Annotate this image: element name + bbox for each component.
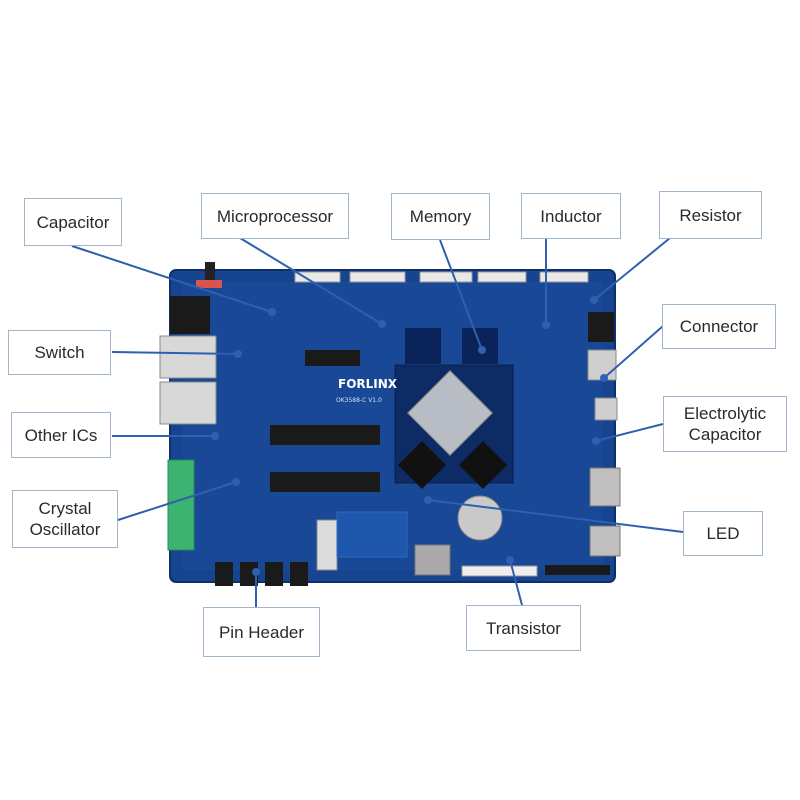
- leader-lines: [71, 237, 684, 607]
- dot-pin-header: [252, 568, 260, 576]
- gpio-header: [305, 350, 360, 366]
- leader-transistor: [509, 559, 523, 606]
- top-connector-3: [419, 271, 473, 283]
- dot-resistor: [590, 296, 598, 304]
- sd-card-slot: [414, 544, 451, 576]
- ram-chip-1: [397, 440, 447, 490]
- ethernet-port-1: [159, 335, 217, 379]
- bottom-header-strip: [545, 565, 610, 575]
- top-connector-2: [349, 271, 406, 283]
- label-connector: Connector: [662, 304, 776, 349]
- silkscreen-area: [336, 511, 408, 558]
- leader-memory: [439, 239, 483, 351]
- label-switch: Switch: [8, 330, 111, 375]
- dot-crystal: [232, 478, 240, 486]
- dot-microprocessor: [378, 320, 386, 328]
- leader-led: [427, 499, 684, 533]
- leader-switch: [111, 351, 239, 355]
- m2-slot: [316, 519, 338, 571]
- leader-capacitor: [71, 245, 273, 313]
- bottom-header-3: [265, 562, 283, 586]
- leader-dots: [211, 296, 608, 576]
- dot-switch: [234, 350, 242, 358]
- label-pin-header: Pin Header: [203, 607, 320, 657]
- label-microprocessor: Microprocessor: [201, 193, 349, 239]
- hdmi-port-2: [589, 525, 621, 557]
- dot-led: [424, 496, 432, 504]
- white-connector: [461, 565, 538, 577]
- top-connector-1: [294, 271, 341, 283]
- leader-crystal: [117, 481, 237, 521]
- audio-jack: [588, 312, 614, 342]
- label-electrolytic-capacitor: Electrolytic Capacitor: [663, 396, 787, 452]
- power-jack: [170, 296, 210, 334]
- hdmi-port-1: [589, 467, 621, 507]
- ethernet-port-2: [159, 381, 217, 425]
- dot-memory: [478, 346, 486, 354]
- bottom-header-1: [215, 562, 233, 586]
- label-transistor: Transistor: [466, 605, 581, 651]
- leader-resistor: [593, 237, 671, 301]
- ram-chip-2: [458, 440, 508, 490]
- coin-battery: [457, 495, 503, 541]
- red-dip-switch: [196, 280, 222, 288]
- label-led: LED: [683, 511, 763, 556]
- top-connector-5: [539, 271, 589, 283]
- leader-microprocessor: [239, 237, 383, 325]
- bottom-header-4: [290, 562, 308, 586]
- pcie-slot-2: [270, 472, 380, 492]
- dot-capacitor: [268, 308, 276, 316]
- brand-logo: FORLINX: [338, 377, 398, 391]
- leader-connector: [603, 325, 664, 379]
- dot-transistor: [506, 556, 514, 564]
- label-capacitor: Capacitor: [24, 198, 122, 246]
- dot-inductor: [542, 321, 550, 329]
- dot-other-ics: [211, 432, 219, 440]
- label-inductor: Inductor: [521, 193, 621, 239]
- label-crystal-oscillator: Crystal Oscillator: [12, 490, 118, 548]
- top-connector-4: [477, 271, 527, 283]
- dot-connector: [600, 374, 608, 382]
- label-memory: Memory: [391, 193, 490, 240]
- memory-chip-left: [405, 328, 441, 364]
- model-text: OK3588-C V1.0: [336, 397, 382, 404]
- usb-c-port: [594, 397, 618, 421]
- label-other-ics: Other ICs: [11, 412, 111, 458]
- bottom-header-2: [240, 562, 258, 586]
- dot-electrolytic: [592, 437, 600, 445]
- power-switch: [205, 262, 215, 284]
- soc-chip: [406, 369, 494, 457]
- leader-electrolytic: [595, 423, 664, 442]
- pcie-slot-1: [270, 425, 380, 445]
- terminal-block: [167, 459, 195, 551]
- label-resistor: Resistor: [659, 191, 762, 239]
